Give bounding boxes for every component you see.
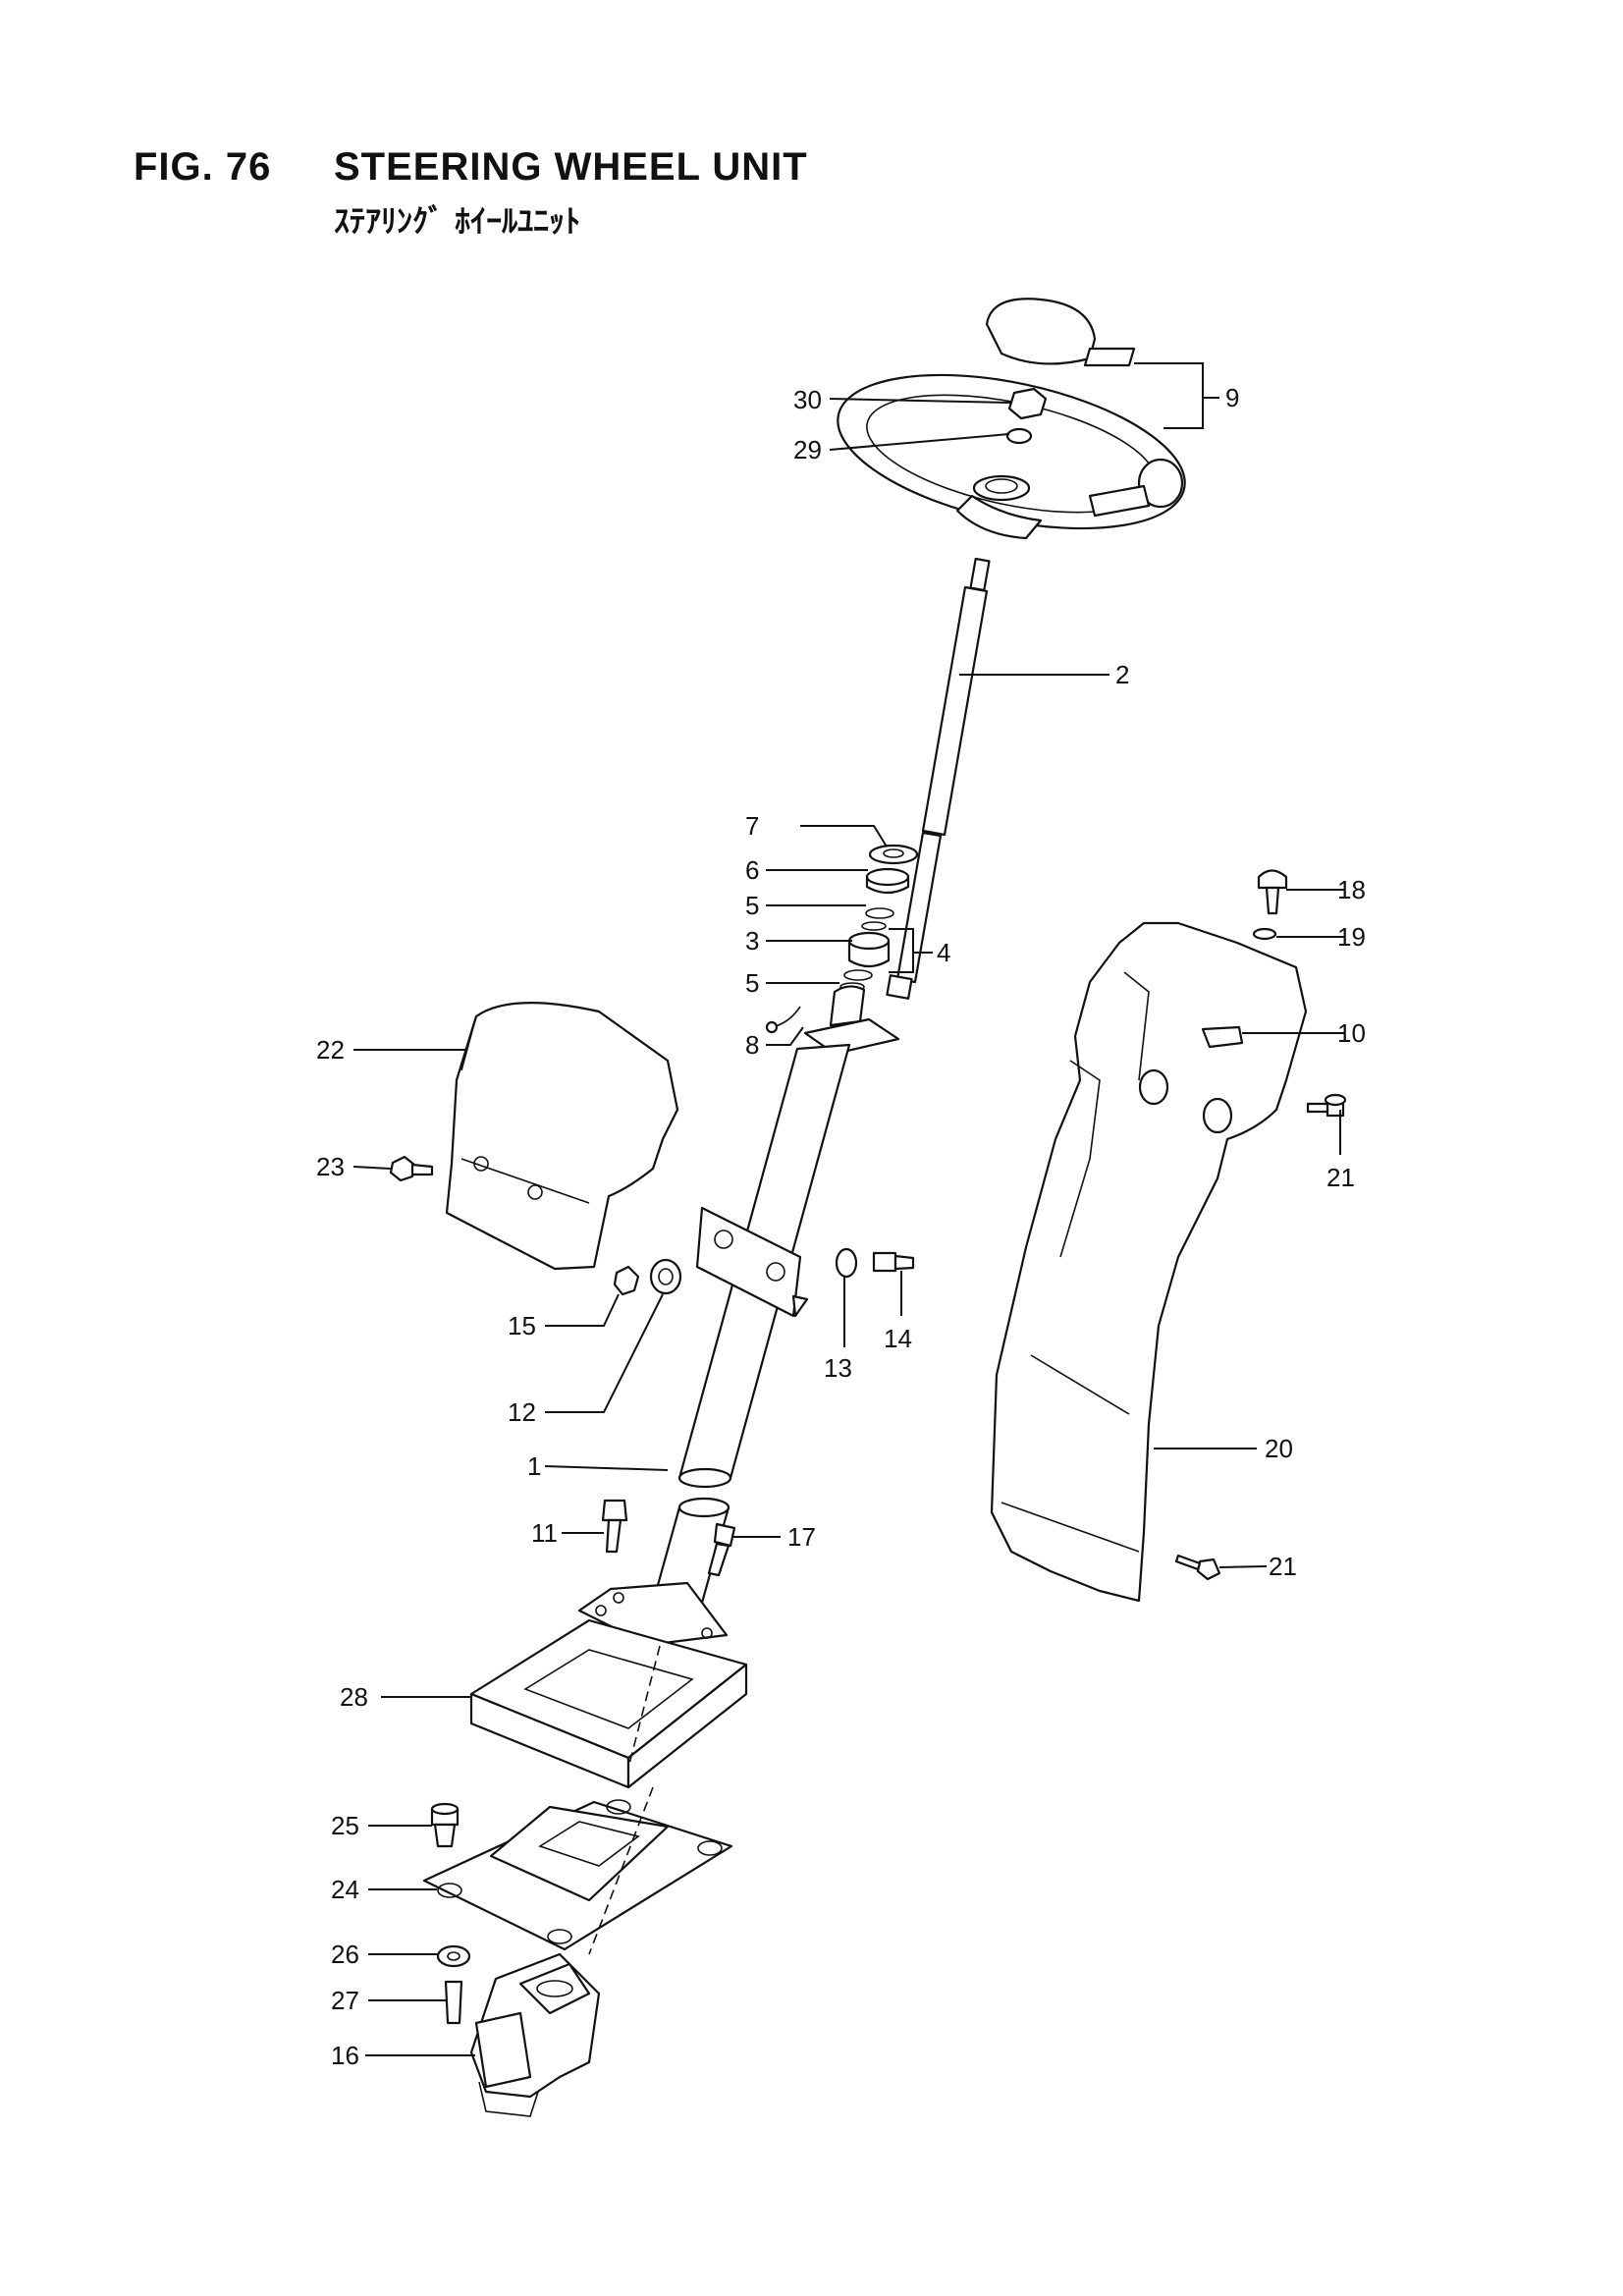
- callout-29: 29: [793, 435, 822, 465]
- plain-washer: [835, 1247, 858, 1279]
- callout-30: 30: [793, 385, 822, 414]
- callout-15: 15: [508, 1311, 536, 1340]
- callout-18: 18: [1337, 875, 1366, 904]
- bolt-18: [1257, 869, 1288, 915]
- assembly-centerline: [588, 1645, 661, 1955]
- callout-25: 25: [331, 1811, 359, 1840]
- callout-23: 23: [316, 1152, 345, 1181]
- gasket-frame: [469, 1618, 748, 1789]
- callout-5-upper: 5: [745, 891, 759, 920]
- base-plate: [422, 1799, 733, 1951]
- callout-14: 14: [884, 1324, 912, 1353]
- figure-number: FIG. 76: [134, 145, 272, 189]
- bolt-11: [601, 1499, 628, 1554]
- steering-shaft: [886, 557, 991, 1000]
- wheel-nut: [1007, 387, 1048, 420]
- callout-20: 20: [1265, 1434, 1293, 1463]
- figure-subtitle: ｽﾃｱﾘﾝｸﾞ ﾎｲｰﾙﾕﾆｯﾄ: [334, 202, 581, 240]
- callout-11: 11: [531, 1518, 558, 1548]
- column-cover: [445, 1002, 679, 1271]
- callout-5-lower: 5: [745, 968, 759, 998]
- leader-lines: [352, 362, 1345, 2056]
- column-base-bracket: [577, 1581, 729, 1647]
- washer-26: [436, 1944, 471, 1968]
- callout-17: 17: [787, 1522, 816, 1552]
- wheel-washer: [1005, 427, 1033, 445]
- column-top-bracket: [765, 985, 900, 1056]
- callout-4: 4: [937, 938, 950, 967]
- side-panel: [990, 921, 1308, 1603]
- callout-6: 6: [745, 855, 759, 885]
- mounting-plate: [695, 1206, 809, 1318]
- callout-12: 12: [508, 1397, 536, 1427]
- steering-wheel: [837, 298, 1186, 540]
- bolt-21-lower: [1174, 1554, 1221, 1581]
- callout-9: 9: [1225, 383, 1239, 412]
- figure-title: STEERING WHEEL UNIT: [334, 145, 808, 189]
- callout-8: 8: [745, 1030, 759, 1060]
- cover-bolt: [389, 1155, 434, 1182]
- washer-19: [1252, 927, 1277, 941]
- callout-7: 7: [745, 811, 759, 841]
- callout-1: 1: [527, 1451, 541, 1481]
- rubber-bushing: [649, 1258, 682, 1295]
- callout-13: 13: [824, 1353, 852, 1383]
- bolt-21-upper: [1306, 1093, 1347, 1118]
- callout-19: 19: [1337, 922, 1366, 952]
- callout-24: 24: [331, 1875, 359, 1904]
- callout-10: 10: [1337, 1018, 1366, 1048]
- callout-26: 26: [331, 1940, 359, 1969]
- bolt-14: [872, 1251, 915, 1273]
- callout-28: 28: [340, 1682, 368, 1712]
- callout-21-upper: 21: [1326, 1163, 1355, 1192]
- callout-27: 27: [331, 1986, 359, 2015]
- callout-2: 2: [1115, 660, 1129, 689]
- callout-21-lower: 21: [1269, 1552, 1297, 1581]
- bolt-27: [444, 1980, 463, 2025]
- callout-16: 16: [331, 2041, 359, 2070]
- plug-25: [430, 1802, 460, 1848]
- steering-valve-unit: [469, 1952, 601, 2117]
- lock-nut: [613, 1265, 640, 1296]
- bolt-17: [707, 1522, 736, 1577]
- callout-3: 3: [745, 926, 759, 956]
- column-tube: [646, 1043, 851, 1622]
- callout-22: 22: [316, 1035, 345, 1065]
